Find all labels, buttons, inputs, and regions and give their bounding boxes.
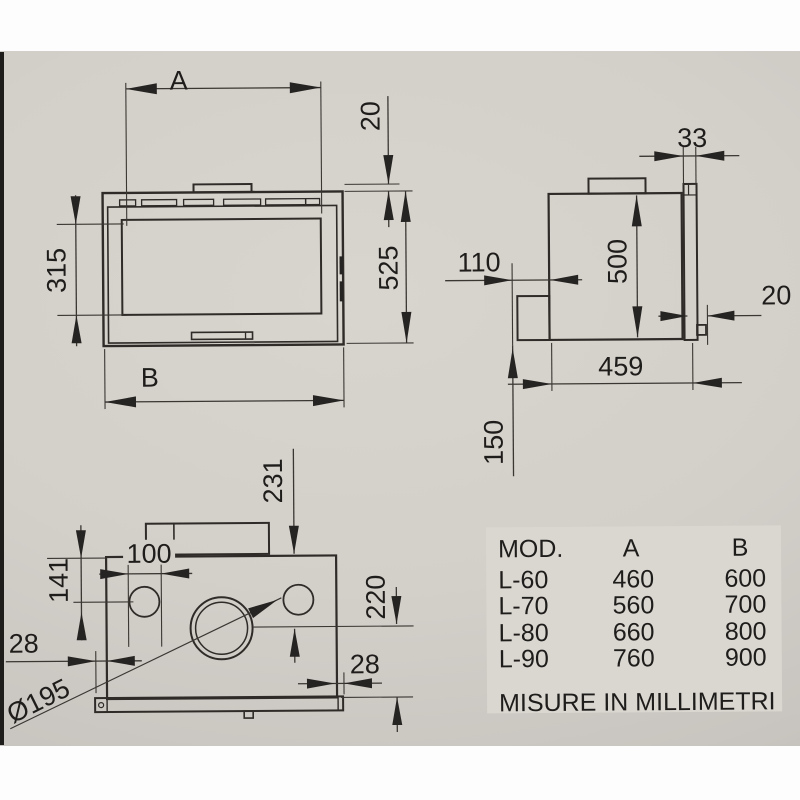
top-view: Ø195 231 220 100	[2, 448, 414, 733]
dim-side-step-label: 110	[457, 247, 500, 277]
dim-top-overhang-left-label: 28	[9, 629, 39, 659]
page-edge-shadow	[0, 52, 4, 745]
cell-b: 800	[725, 617, 767, 645]
dim-side-depth-label: 459	[598, 351, 643, 381]
table-row: L-90 760 900	[499, 643, 767, 673]
dim-top-outlet-spacing-label: 100	[126, 539, 171, 569]
table-header-a: A	[623, 534, 640, 562]
cell-mod: L-80	[499, 619, 549, 647]
dim-top-overhang-right-label: 28	[350, 649, 380, 679]
cell-mod: L-60	[498, 566, 548, 594]
top-rail-tab	[243, 710, 255, 719]
dim-side-lip-label: 20	[761, 280, 791, 310]
dim-side-height-label: 500	[602, 239, 632, 284]
cell-a: 760	[613, 644, 655, 672]
side-view: 33 110 500 20	[445, 123, 791, 477]
front-view: A 20 525 31	[41, 65, 414, 410]
table-row: L-60 460 600	[498, 564, 766, 594]
top-flue-outlet	[189, 596, 254, 661]
dim-front-top-gap-label: 20	[355, 101, 385, 131]
table-row: L-70 560 700	[498, 590, 766, 620]
dim-side-frame-width-label: 33	[677, 123, 707, 153]
units-note: MISURE IN MILLIMETRI	[499, 687, 776, 717]
side-rear-step	[516, 294, 551, 342]
front-hinge-mark	[339, 281, 344, 302]
cell-mod: L-90	[499, 645, 549, 673]
cell-b: 700	[724, 590, 766, 618]
cell-b: 900	[725, 643, 767, 671]
size-table: MOD. A B L-60 460 600 L-70 560 700 L-80 …	[485, 525, 783, 717]
front-vent-slots	[118, 197, 321, 207]
dim-top-outlet-offset-label: 141	[44, 558, 74, 603]
top-right-outlet-hole	[282, 583, 315, 616]
dim-side-clearance-label: 150	[479, 420, 509, 465]
dim-front-width-b-label: B	[141, 363, 159, 393]
side-front-frame	[682, 182, 699, 342]
dim-top-flue-diameter-label: Ø195	[2, 673, 75, 729]
table-row: L-80 660 800	[499, 617, 767, 647]
front-door-frame	[106, 204, 339, 344]
top-front-rail	[94, 695, 345, 714]
front-handle	[190, 331, 254, 341]
dim-front-width-a-label: A	[170, 65, 188, 95]
top-left-outlet-hole	[128, 585, 161, 618]
front-hinge-mark	[339, 256, 344, 275]
table-header-mod: MOD.	[498, 535, 563, 563]
table-header-b: B	[732, 534, 749, 562]
dim-top-flue-to-front-label: 220	[361, 575, 391, 620]
front-flue-collar	[192, 183, 253, 194]
cell-a: 660	[613, 618, 655, 646]
cell-a: 560	[612, 591, 654, 619]
side-frame-foot	[696, 323, 707, 336]
cell-b: 600	[724, 564, 766, 592]
front-outer-frame	[101, 190, 345, 348]
dim-top-back-to-flue-label: 231	[258, 458, 288, 503]
cell-a: 460	[612, 565, 654, 593]
front-glass-window	[120, 217, 323, 316]
top-back-box	[144, 521, 271, 556]
dim-front-height-label: 525	[373, 245, 403, 290]
side-flue-collar	[587, 177, 647, 195]
table-paper-patch	[485, 525, 783, 714]
cell-mod: L-70	[498, 592, 548, 620]
dim-front-glass-height-label: 315	[41, 248, 71, 293]
